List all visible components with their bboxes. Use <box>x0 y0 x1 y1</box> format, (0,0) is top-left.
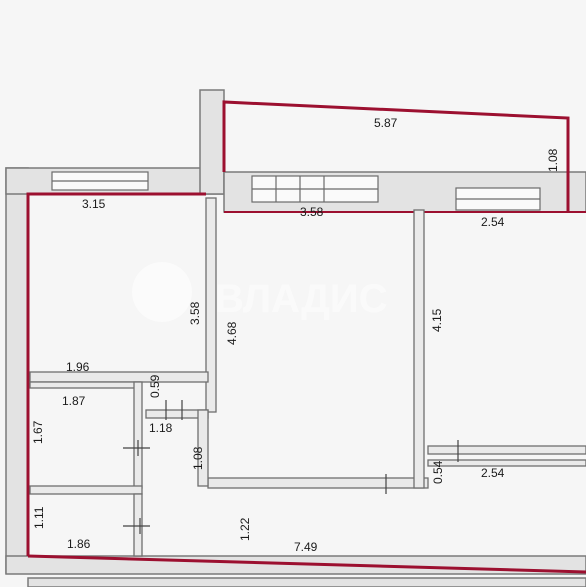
apartment-outline <box>26 192 206 556</box>
dim-right-lower-width: 2.54 <box>481 466 505 480</box>
dim-apartment-width: 7.49 <box>294 540 318 554</box>
dim-left-room-width: 3.15 <box>82 197 106 211</box>
interior-walls <box>29 197 586 557</box>
dim-center-room-depth: 4.68 <box>225 321 239 345</box>
watermark-logo-icon <box>132 262 192 322</box>
dim-bath-depth: 1.67 <box>31 420 45 444</box>
dim-toilet-depth: 1.11 <box>32 506 46 529</box>
dim-right-lower-depth: 0.54 <box>431 460 445 484</box>
dim-corridor-width: 1.96 <box>66 360 90 374</box>
dim-balcony-depth: 1.08 <box>546 148 560 172</box>
dim-small-hall-width: 1.18 <box>149 421 173 435</box>
dimension-labels: 5.87 1.08 3.15 3.58 3.58 4.68 2.54 4.15 … <box>31 116 560 554</box>
watermark-text: ВЛАДИС <box>215 277 387 321</box>
dim-small-hall-depth: 1.08 <box>191 446 205 470</box>
dim-right-room-width: 2.54 <box>481 215 505 229</box>
balcony-outline <box>222 100 570 212</box>
watermark: ВЛАДИС <box>132 262 387 322</box>
dim-balcony-width: 5.87 <box>374 116 398 130</box>
apartment-outline-bottom <box>27 554 586 574</box>
door-marks <box>123 400 459 534</box>
dim-bath-width: 1.87 <box>62 394 86 408</box>
dim-left-room-depth: 3.58 <box>188 301 202 325</box>
windows <box>51 171 541 211</box>
dim-toilet-width: 1.86 <box>67 537 91 551</box>
dim-hall-depth: 1.22 <box>238 517 252 541</box>
dim-corridor-depth: 0.59 <box>148 374 162 398</box>
dim-center-room-width: 3.58 <box>300 205 324 219</box>
dim-right-room-depth: 4.15 <box>430 308 444 332</box>
